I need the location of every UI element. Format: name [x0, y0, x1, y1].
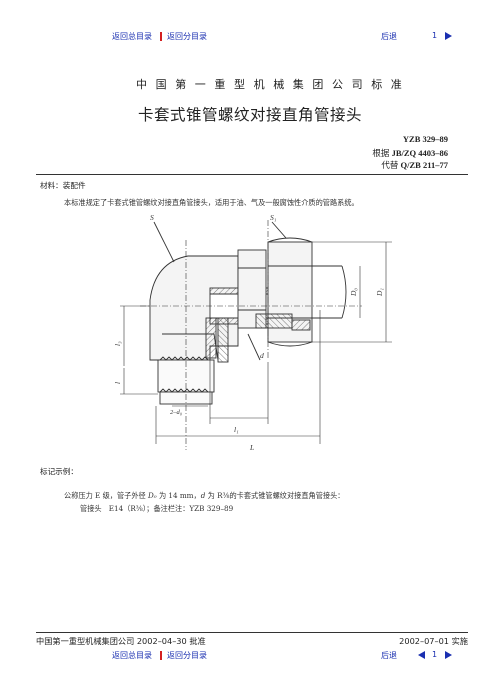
based-on-standard: 根据 JB/ZQ 4403–86: [372, 148, 448, 158]
page-number-bottom: 1: [432, 650, 438, 659]
back-to-sub-contents-link-bottom[interactable]: 返回分目录: [167, 651, 207, 660]
label-l1: l₁: [234, 425, 239, 434]
marking-line-1: 公称压力 E 级，管子外径 D₀ 为 14 mm，d 为 R⅜的卡套式锥管螺纹对…: [64, 491, 345, 500]
back-link[interactable]: 后退: [381, 32, 397, 41]
next-page-arrow-icon-bottom[interactable]: [445, 651, 452, 659]
marking-heading: 标记示例：: [40, 467, 78, 476]
page-number: 1: [432, 31, 438, 40]
replaces-standard: 代替 Q/ZB 211–77: [381, 160, 448, 170]
header-divider: [36, 174, 468, 175]
label-S1: S₁: [270, 213, 277, 222]
fitting-drawing: S S₁ D₀ D₁ d l₁ L 2–d₀ l₃ l: [113, 213, 392, 452]
organization-header: 中国第一重型机械集团公司标准: [136, 78, 411, 91]
label-D0: D₀: [349, 288, 358, 297]
implementation-date: 2002–07–01 实施: [399, 636, 468, 646]
label-2-d0: 2–d₀: [170, 409, 182, 416]
nav-separator: [160, 32, 162, 41]
standard-code: YZB 329–89: [402, 134, 448, 144]
label-S: S: [150, 213, 154, 222]
nav-separator: [160, 651, 162, 660]
back-to-sub-contents-link[interactable]: 返回分目录: [167, 32, 207, 41]
page-title: 卡套式锥管螺纹对接直角管接头: [138, 106, 363, 124]
scope-text: 本标准规定了卡套式锥管螺纹对接直角管接头，适用于油、气及一般腐蚀性介质的管路系统…: [64, 198, 359, 207]
approval-date: 中国第一重型机械集团公司 2002–04–30 批准: [36, 636, 206, 646]
label-d: d: [260, 351, 264, 360]
back-to-main-contents-link[interactable]: 返回总目录: [112, 32, 152, 41]
previous-page-arrow-icon[interactable]: [418, 651, 425, 659]
back-to-main-contents-link-bottom[interactable]: 返回总目录: [112, 651, 152, 660]
label-l: l: [113, 382, 122, 384]
material-label: 材料：装配件: [40, 181, 86, 190]
footer-divider: [36, 632, 468, 633]
back-link-bottom[interactable]: 后退: [381, 651, 397, 660]
label-l3: l₃: [113, 341, 122, 346]
label-L: L: [249, 443, 254, 452]
marking-line-2: 管接头 E14（R⅜）；备注栏注：YZB 329–89: [80, 504, 234, 513]
label-D1: D₁: [375, 288, 384, 297]
next-page-arrow-icon[interactable]: [445, 32, 452, 40]
